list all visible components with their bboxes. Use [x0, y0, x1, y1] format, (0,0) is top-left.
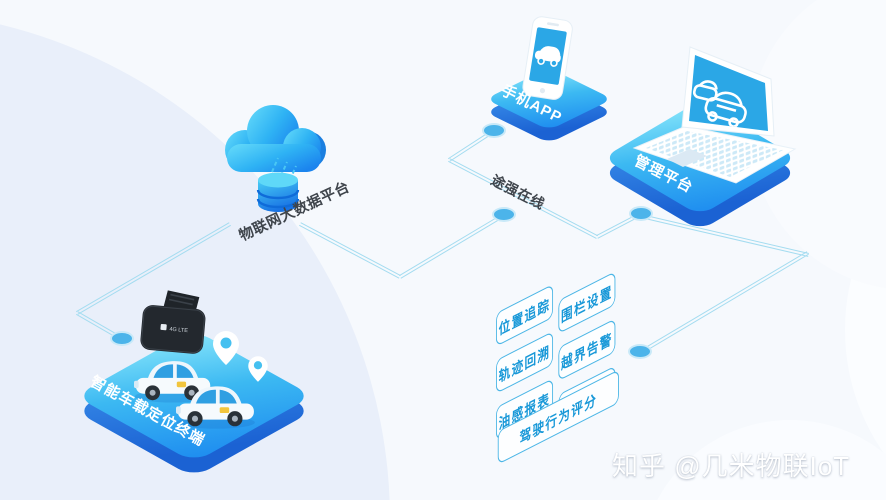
car-icon	[534, 46, 561, 67]
connector-node	[492, 207, 516, 222]
obd-tracker-icon: 4G LTE	[140, 290, 206, 354]
obd-body	[140, 305, 206, 354]
connector-node	[482, 123, 506, 138]
connector-line	[398, 213, 505, 279]
smartphone-icon	[522, 16, 573, 100]
laptop-icon	[632, 46, 797, 184]
vehicles-icon	[134, 331, 268, 429]
location-pin-icon	[213, 331, 239, 365]
cloud-icon	[225, 105, 326, 172]
obd-badge: 4G LTE	[169, 327, 188, 335]
cloud-database-icon	[225, 105, 326, 212]
connector-node	[628, 344, 652, 359]
database-icon	[256, 172, 300, 212]
laptop-keys	[646, 131, 783, 177]
cars-on-screen-icon	[692, 80, 747, 128]
connector-node	[110, 331, 134, 346]
location-pin-icon	[248, 356, 268, 382]
laptop-trackpad	[667, 149, 707, 167]
connector-line	[448, 158, 599, 239]
connector-node	[629, 206, 653, 221]
watermark: 知乎 @几米物联IoT	[612, 451, 851, 481]
